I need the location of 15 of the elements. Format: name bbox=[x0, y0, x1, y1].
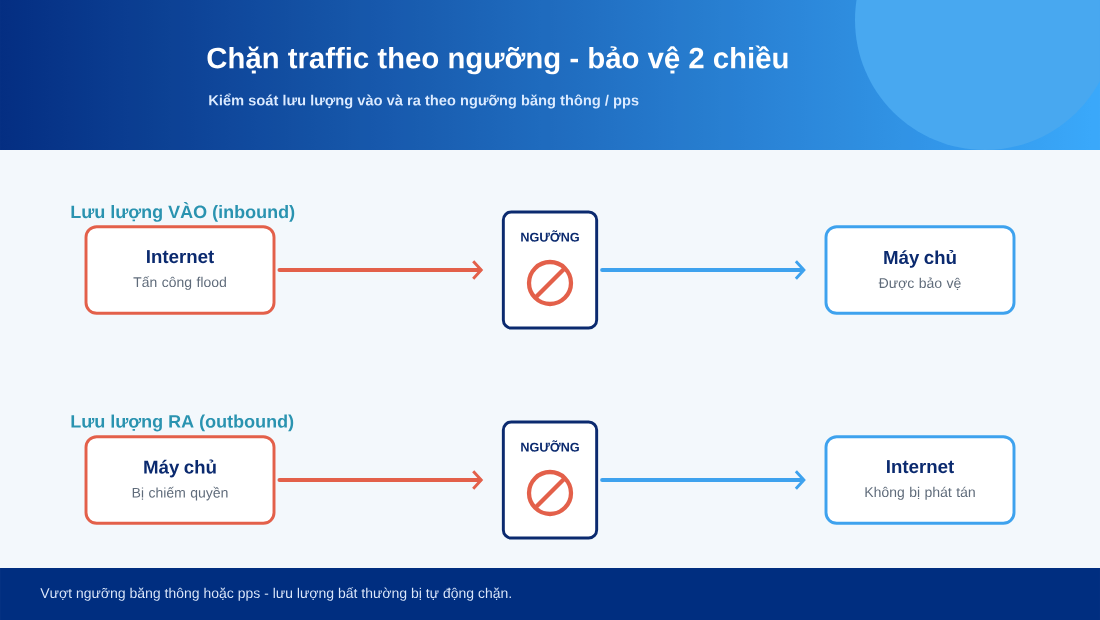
box: Máy chủ Được bảo vệ bbox=[824, 225, 1016, 315]
subtitle: Kiểm soát lưu lượng vào và ra theo ngưỡng băng thông / pps bbox=[209, 93, 639, 109]
threshold-label: NGƯỠNG bbox=[521, 230, 579, 242]
footer-note: Vượt ngưỡng băng thông hoặc pps - lưu lượng bất thường bị tự động chặn. bbox=[40, 587, 511, 601]
threshold-box bbox=[501, 210, 599, 330]
arrow bbox=[600, 470, 806, 490]
arrow bbox=[277, 470, 484, 490]
arrow bbox=[600, 260, 806, 280]
arrow bbox=[277, 260, 484, 280]
box: Internet Không bị phát tán bbox=[824, 435, 1016, 525]
threshold-box bbox=[501, 420, 599, 540]
box: Internet Tấn công flood bbox=[84, 225, 276, 315]
title: Chặn traffic theo ngưỡng - bảo vệ 2 chiều bbox=[207, 45, 788, 75]
threshold-label: NGƯỠNG bbox=[521, 440, 579, 452]
box: Máy chủ Bị chiếm quyền bbox=[84, 435, 276, 525]
